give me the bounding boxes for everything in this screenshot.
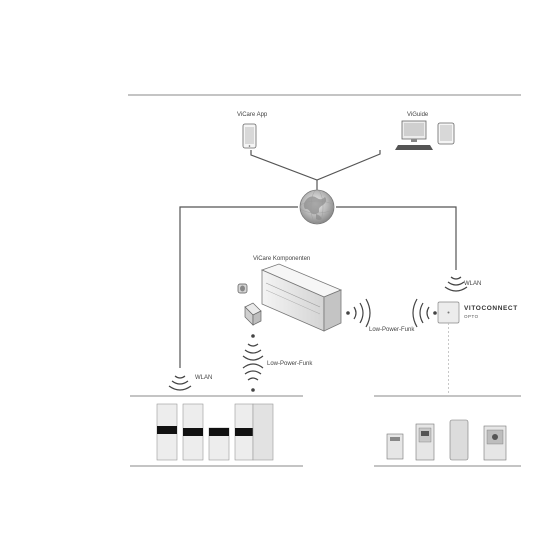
wlan-left-label: WLAN (195, 375, 213, 381)
vitoconnect-device (437, 301, 460, 324)
boiler-unit-1 (386, 433, 404, 460)
vicare-components-label: ViCare Komponenten (253, 256, 311, 262)
desktop-computer-icon (395, 120, 433, 150)
heat-pump-unit-1 (156, 403, 178, 461)
vicare-hub-device (260, 263, 343, 332)
heat-pump-unit-3 (208, 427, 230, 461)
boiler-unit-4 (483, 425, 507, 461)
boiler-unit-3 (449, 419, 469, 461)
heat-pump-unit-4 (234, 403, 274, 461)
wlan-right-label: WLAN (464, 281, 482, 287)
wlan-signal-icon-left (168, 375, 192, 391)
network-lines (179, 150, 457, 368)
vitoconnect-brand: VITOCONNECT (464, 305, 518, 312)
sensor-icon (237, 283, 248, 294)
vitoconnect-brand-sub: OPTO (464, 314, 479, 319)
tablet-icon (437, 122, 455, 145)
heat-pump-unit-2 (182, 403, 204, 461)
smartphone-icon (242, 123, 257, 149)
low-power-radio-icon-center (346, 298, 437, 328)
wlan-signal-icon-right (444, 276, 468, 292)
boiler-unit-2 (415, 423, 435, 461)
thermostat-icon (244, 302, 262, 326)
viguide-label: ViGuide (407, 112, 429, 118)
low-power-radio-left-label: Low-Power-Funk (267, 361, 313, 367)
internet-globe-icon (299, 189, 335, 225)
low-power-radio-icon-left (242, 334, 264, 392)
vicare-app-label: ViCare App (237, 112, 268, 118)
low-power-radio-center-label: Low-Power-Funk (369, 327, 415, 333)
